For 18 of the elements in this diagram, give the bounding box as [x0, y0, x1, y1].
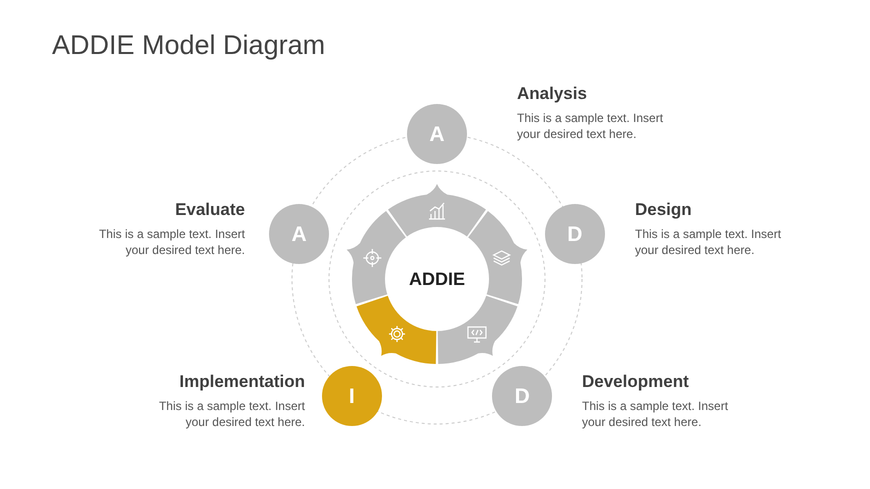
circle-letter: A	[429, 124, 445, 144]
step-description: This is a sample text. Insert your desired text here.	[635, 226, 782, 258]
letter-circle	[322, 366, 382, 426]
step-description: This is a sample text. Insert your desired text here.	[158, 398, 305, 430]
center-label: ADDIE	[387, 264, 487, 294]
step-heading: Design	[635, 200, 692, 220]
circle-letter: A	[292, 224, 307, 245]
circle-letter: D	[514, 386, 530, 407]
step-heading: Evaluate	[175, 200, 245, 220]
title: ADDIE Model Diagram	[52, 30, 326, 61]
step-heading: Analysis	[517, 84, 587, 104]
circle-letter: D	[567, 224, 582, 245]
step-description: This is a sample text. Insert your desired text here.	[582, 398, 730, 430]
step-description: This is a sample text. Insert your desired text here.	[98, 226, 245, 258]
circle-letter: I	[348, 386, 355, 407]
step-heading: Implementation	[179, 372, 305, 392]
step-heading: Development	[582, 372, 689, 392]
step-description: This is a sample text. Insert your desired text here.	[517, 110, 664, 142]
